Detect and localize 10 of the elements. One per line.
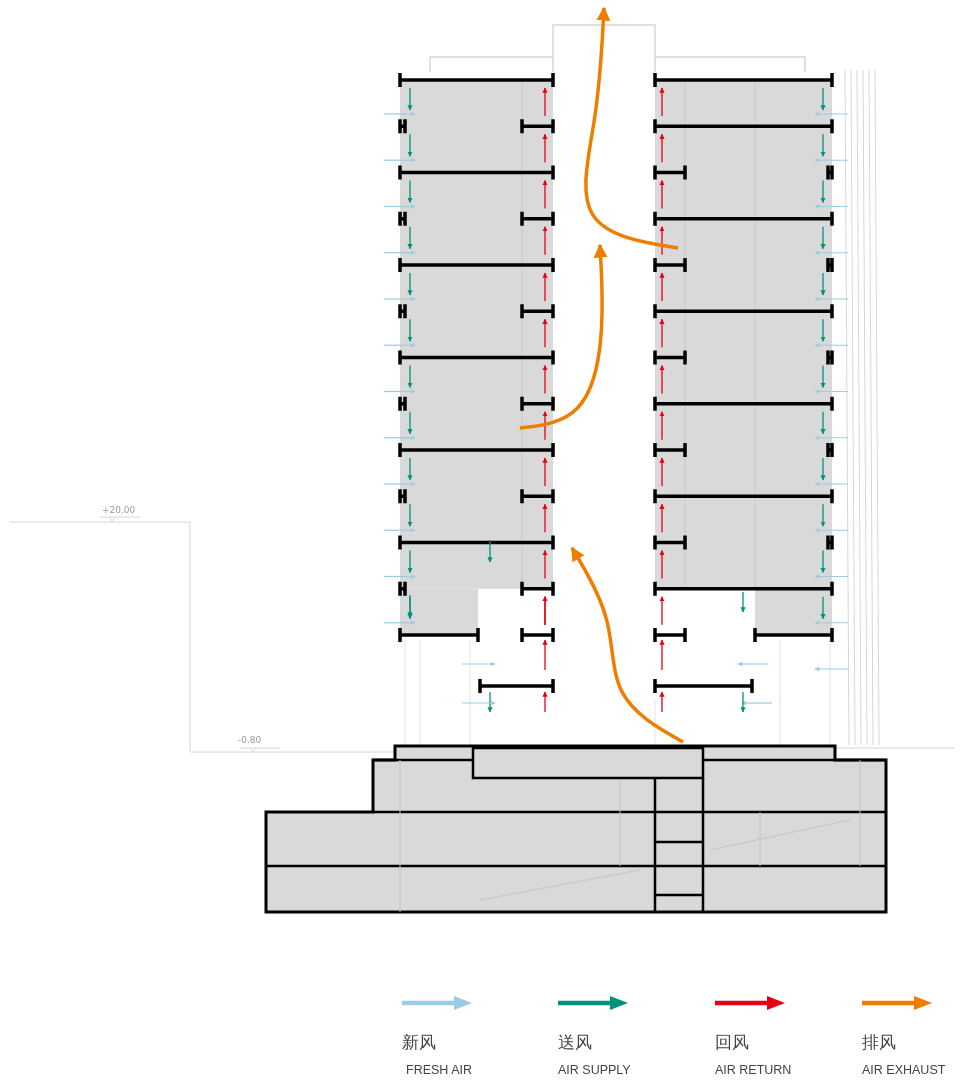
legend-label: 排风 [862, 1031, 896, 1054]
elevation-label: +20.00 [102, 505, 136, 515]
legend-label: 新风 [402, 1031, 436, 1054]
translation-text: AIR RETURN [715, 1063, 792, 1077]
elevation-label: -0.80 [238, 735, 262, 745]
legend-label: 回风 [715, 1031, 749, 1054]
translation-text: AIR EXHAUST [862, 1063, 946, 1077]
legend-label: 送风 [558, 1031, 592, 1054]
translation-text: FRESH AIR [406, 1063, 472, 1077]
translation-text: AIR SUPPLY [558, 1063, 631, 1077]
